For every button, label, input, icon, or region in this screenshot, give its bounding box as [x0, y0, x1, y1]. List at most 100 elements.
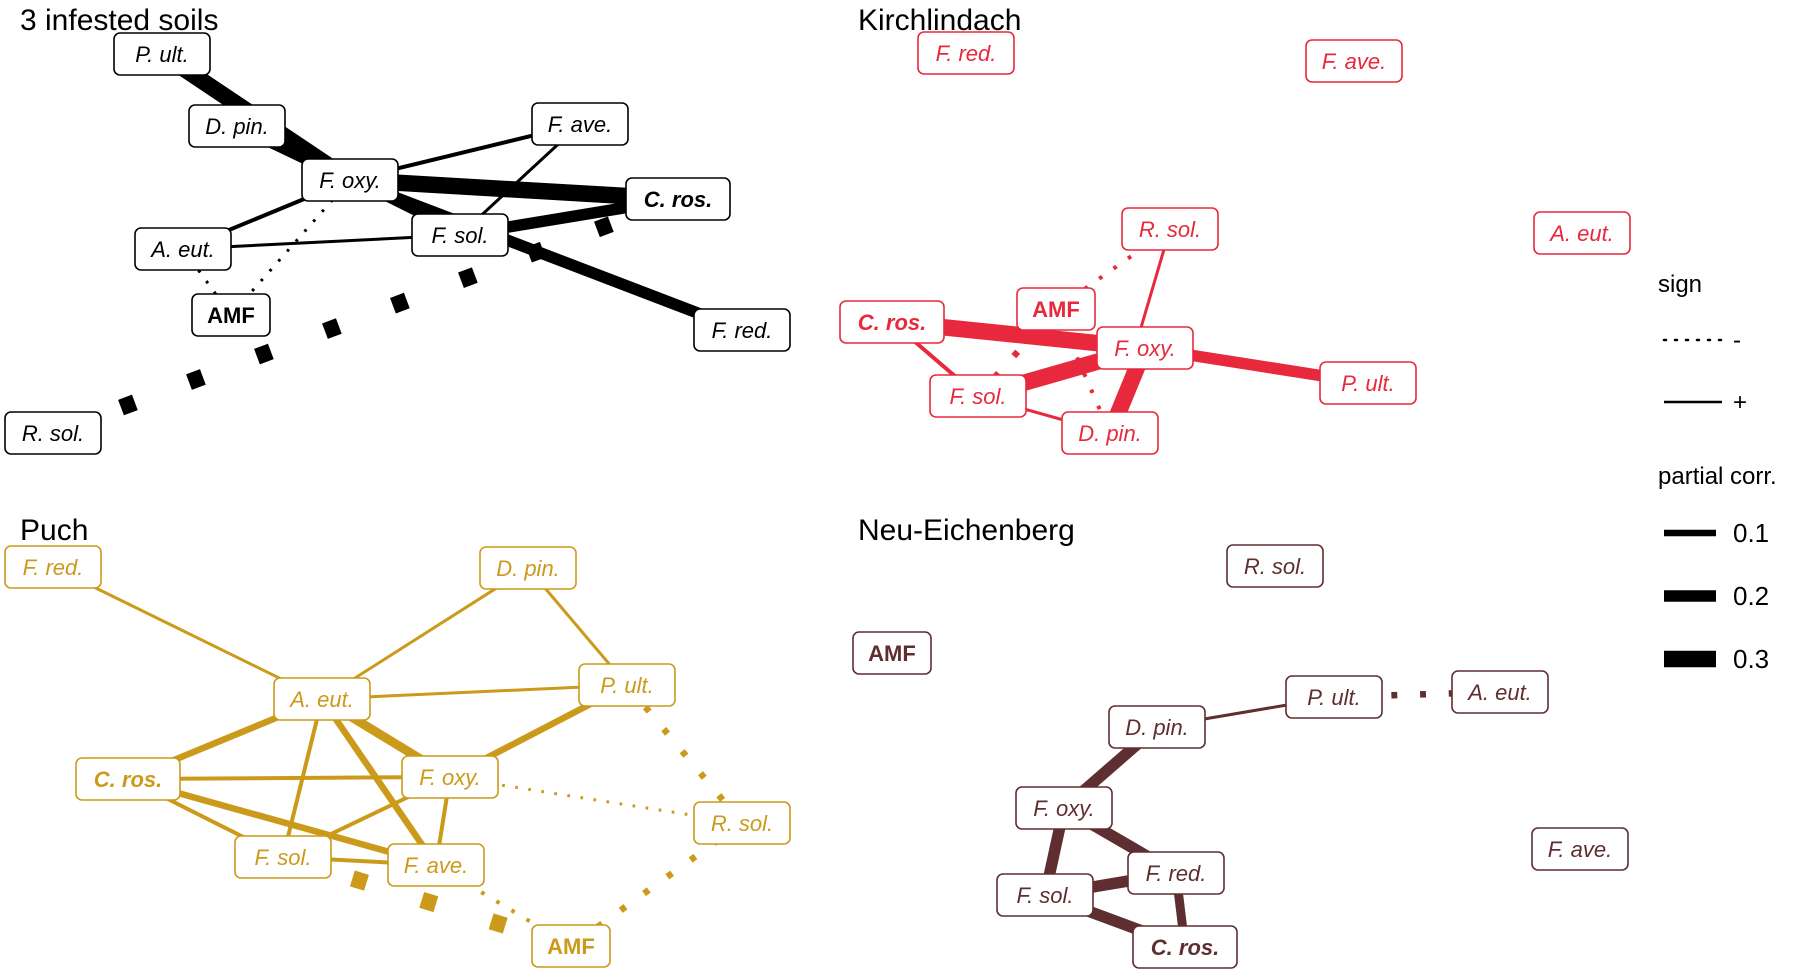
- node-label: D. pin.: [496, 556, 560, 581]
- panel-neu-eichenberg: Neu-Eichenberg R. sol. AMF P. ult. A. eut. D…: [852, 514, 1629, 969]
- node-cros: C. ros.: [839, 300, 945, 344]
- node-box: [1015, 786, 1113, 830]
- node-label: F. red.: [23, 555, 84, 580]
- node-label: F. red.: [1146, 861, 1207, 886]
- node-fsol: F. sol.: [929, 374, 1027, 418]
- node-box: [4, 545, 102, 589]
- node-label: C. ros.: [1151, 935, 1219, 960]
- edge-layer: [52, 565, 745, 954]
- node-fave: F. ave.: [531, 102, 629, 146]
- node-fsol: F. sol.: [411, 213, 509, 257]
- node-label: D. pin.: [205, 114, 269, 139]
- edge-pult-rsol: [624, 682, 745, 826]
- node-fred: F. red.: [693, 308, 791, 352]
- node-label: F. oxy.: [1114, 336, 1176, 361]
- node-box: [917, 31, 1015, 75]
- node-pult: P. ult.: [1285, 675, 1383, 719]
- node-fred: F. red.: [4, 545, 102, 589]
- node-fred: F. red.: [1127, 851, 1225, 895]
- edge-fred-aeut: [52, 565, 323, 701]
- node-box: [625, 177, 731, 221]
- legend-weight-label-0.1: 0.1: [1733, 518, 1769, 548]
- legend: sign - + partial corr. 0.1 0.2 0.3: [1658, 271, 1777, 674]
- node-label: AMF: [547, 934, 595, 959]
- node-box: [578, 663, 676, 707]
- node-box: [929, 374, 1027, 418]
- node-label: A. eut.: [1466, 680, 1532, 705]
- node-box: [401, 755, 499, 799]
- node-box: [273, 677, 371, 721]
- node-fred: F. red.: [917, 31, 1015, 75]
- node-label: R. sol.: [1139, 217, 1201, 242]
- node-dpin: D. pin.: [188, 104, 286, 148]
- node-label: F. red.: [936, 41, 997, 66]
- node-box: [852, 631, 932, 675]
- node-box: [75, 757, 181, 801]
- node-label: A. eut.: [149, 237, 215, 262]
- panel-infested-soils: 3 infested soils P. ult. D. pin. F. ave. F.…: [4, 4, 791, 455]
- node-box: [134, 227, 232, 271]
- node-rsol: R. sol.: [1226, 544, 1324, 588]
- edge-foxy-cros: [349, 171, 679, 208]
- node-box: [234, 835, 332, 879]
- panel-title: Puch: [20, 514, 88, 547]
- panel-puch: Puch F. red.D. pin.P. ult.A. eut.C. ros.…: [4, 514, 791, 968]
- node-label: F. sol.: [949, 384, 1006, 409]
- node-aeut: A. eut.: [1533, 211, 1631, 255]
- node-label: P. ult.: [1307, 685, 1360, 710]
- node-box: [1226, 544, 1324, 588]
- node-label: A. eut.: [1548, 221, 1614, 246]
- node-fsol: F. sol.: [996, 873, 1094, 917]
- node-label: P. ult.: [135, 42, 188, 67]
- node-label: F. sol.: [254, 845, 311, 870]
- node-foxy: F. oxy.: [401, 755, 499, 799]
- node-box: [1533, 211, 1631, 255]
- node-label: F. ave.: [548, 112, 612, 137]
- node-box: [693, 308, 791, 352]
- edge-aeut-fave: [319, 697, 439, 867]
- node-fave: F. ave.: [387, 843, 485, 887]
- node-label: C. ros.: [94, 767, 162, 792]
- node-cros: C. ros.: [625, 177, 731, 221]
- node-label: R. sol.: [22, 421, 84, 446]
- panel-kirchlindach: Kirchlindach F. red.F. ave.R. sol.A. eut…: [839, 4, 1631, 455]
- node-box: [411, 213, 509, 257]
- node-rsol: R. sol.: [1121, 207, 1219, 251]
- node-box: [191, 293, 271, 337]
- edge-aeut-pult: [321, 683, 628, 701]
- node-label: R. sol.: [1244, 554, 1306, 579]
- node-amf: AMF: [852, 631, 932, 675]
- panel-title: Neu-Eichenberg: [858, 514, 1075, 547]
- node-foxy: F. oxy.: [1015, 786, 1113, 830]
- node-dpin: D. pin.: [1061, 411, 1159, 455]
- legend-sign-title: sign: [1658, 271, 1702, 298]
- node-cros: C. ros.: [75, 757, 181, 801]
- node-amf: AMF: [1016, 287, 1096, 331]
- node-box: [1016, 287, 1096, 331]
- node-label: C. ros.: [644, 187, 712, 212]
- node-pult: P. ult.: [1319, 361, 1417, 405]
- node-label: P. ult.: [600, 673, 653, 698]
- node-label: P. ult.: [1341, 371, 1394, 396]
- edge-dpin-aeut: [321, 566, 529, 701]
- node-box: [1305, 39, 1403, 83]
- node-fave: F. ave.: [1531, 827, 1629, 871]
- node-box: [1061, 411, 1159, 455]
- node-box: [1531, 827, 1629, 871]
- node-layer: P. ult.D. pin.F. ave.F. oxy.C. ros.A. eu…: [4, 32, 791, 455]
- panel-title: 3 infested soils: [20, 4, 218, 37]
- legend-weight-title: partial corr.: [1658, 463, 1777, 490]
- node-amf: AMF: [531, 924, 611, 968]
- node-label: AMF: [868, 641, 916, 666]
- node-label: C. ros.: [858, 310, 926, 335]
- node-aeut: A. eut.: [1451, 670, 1549, 714]
- edge-foxy-rsol: [449, 775, 743, 825]
- node-label: F. oxy.: [419, 765, 481, 790]
- legend-weight-label-0.2: 0.2: [1733, 581, 1769, 611]
- node-dpin: D. pin.: [1108, 705, 1206, 749]
- node-rsol: R. sol.: [693, 801, 791, 845]
- node-label: F. red.: [712, 318, 773, 343]
- node-fsol: F. sol.: [234, 835, 332, 879]
- node-box: [113, 32, 211, 76]
